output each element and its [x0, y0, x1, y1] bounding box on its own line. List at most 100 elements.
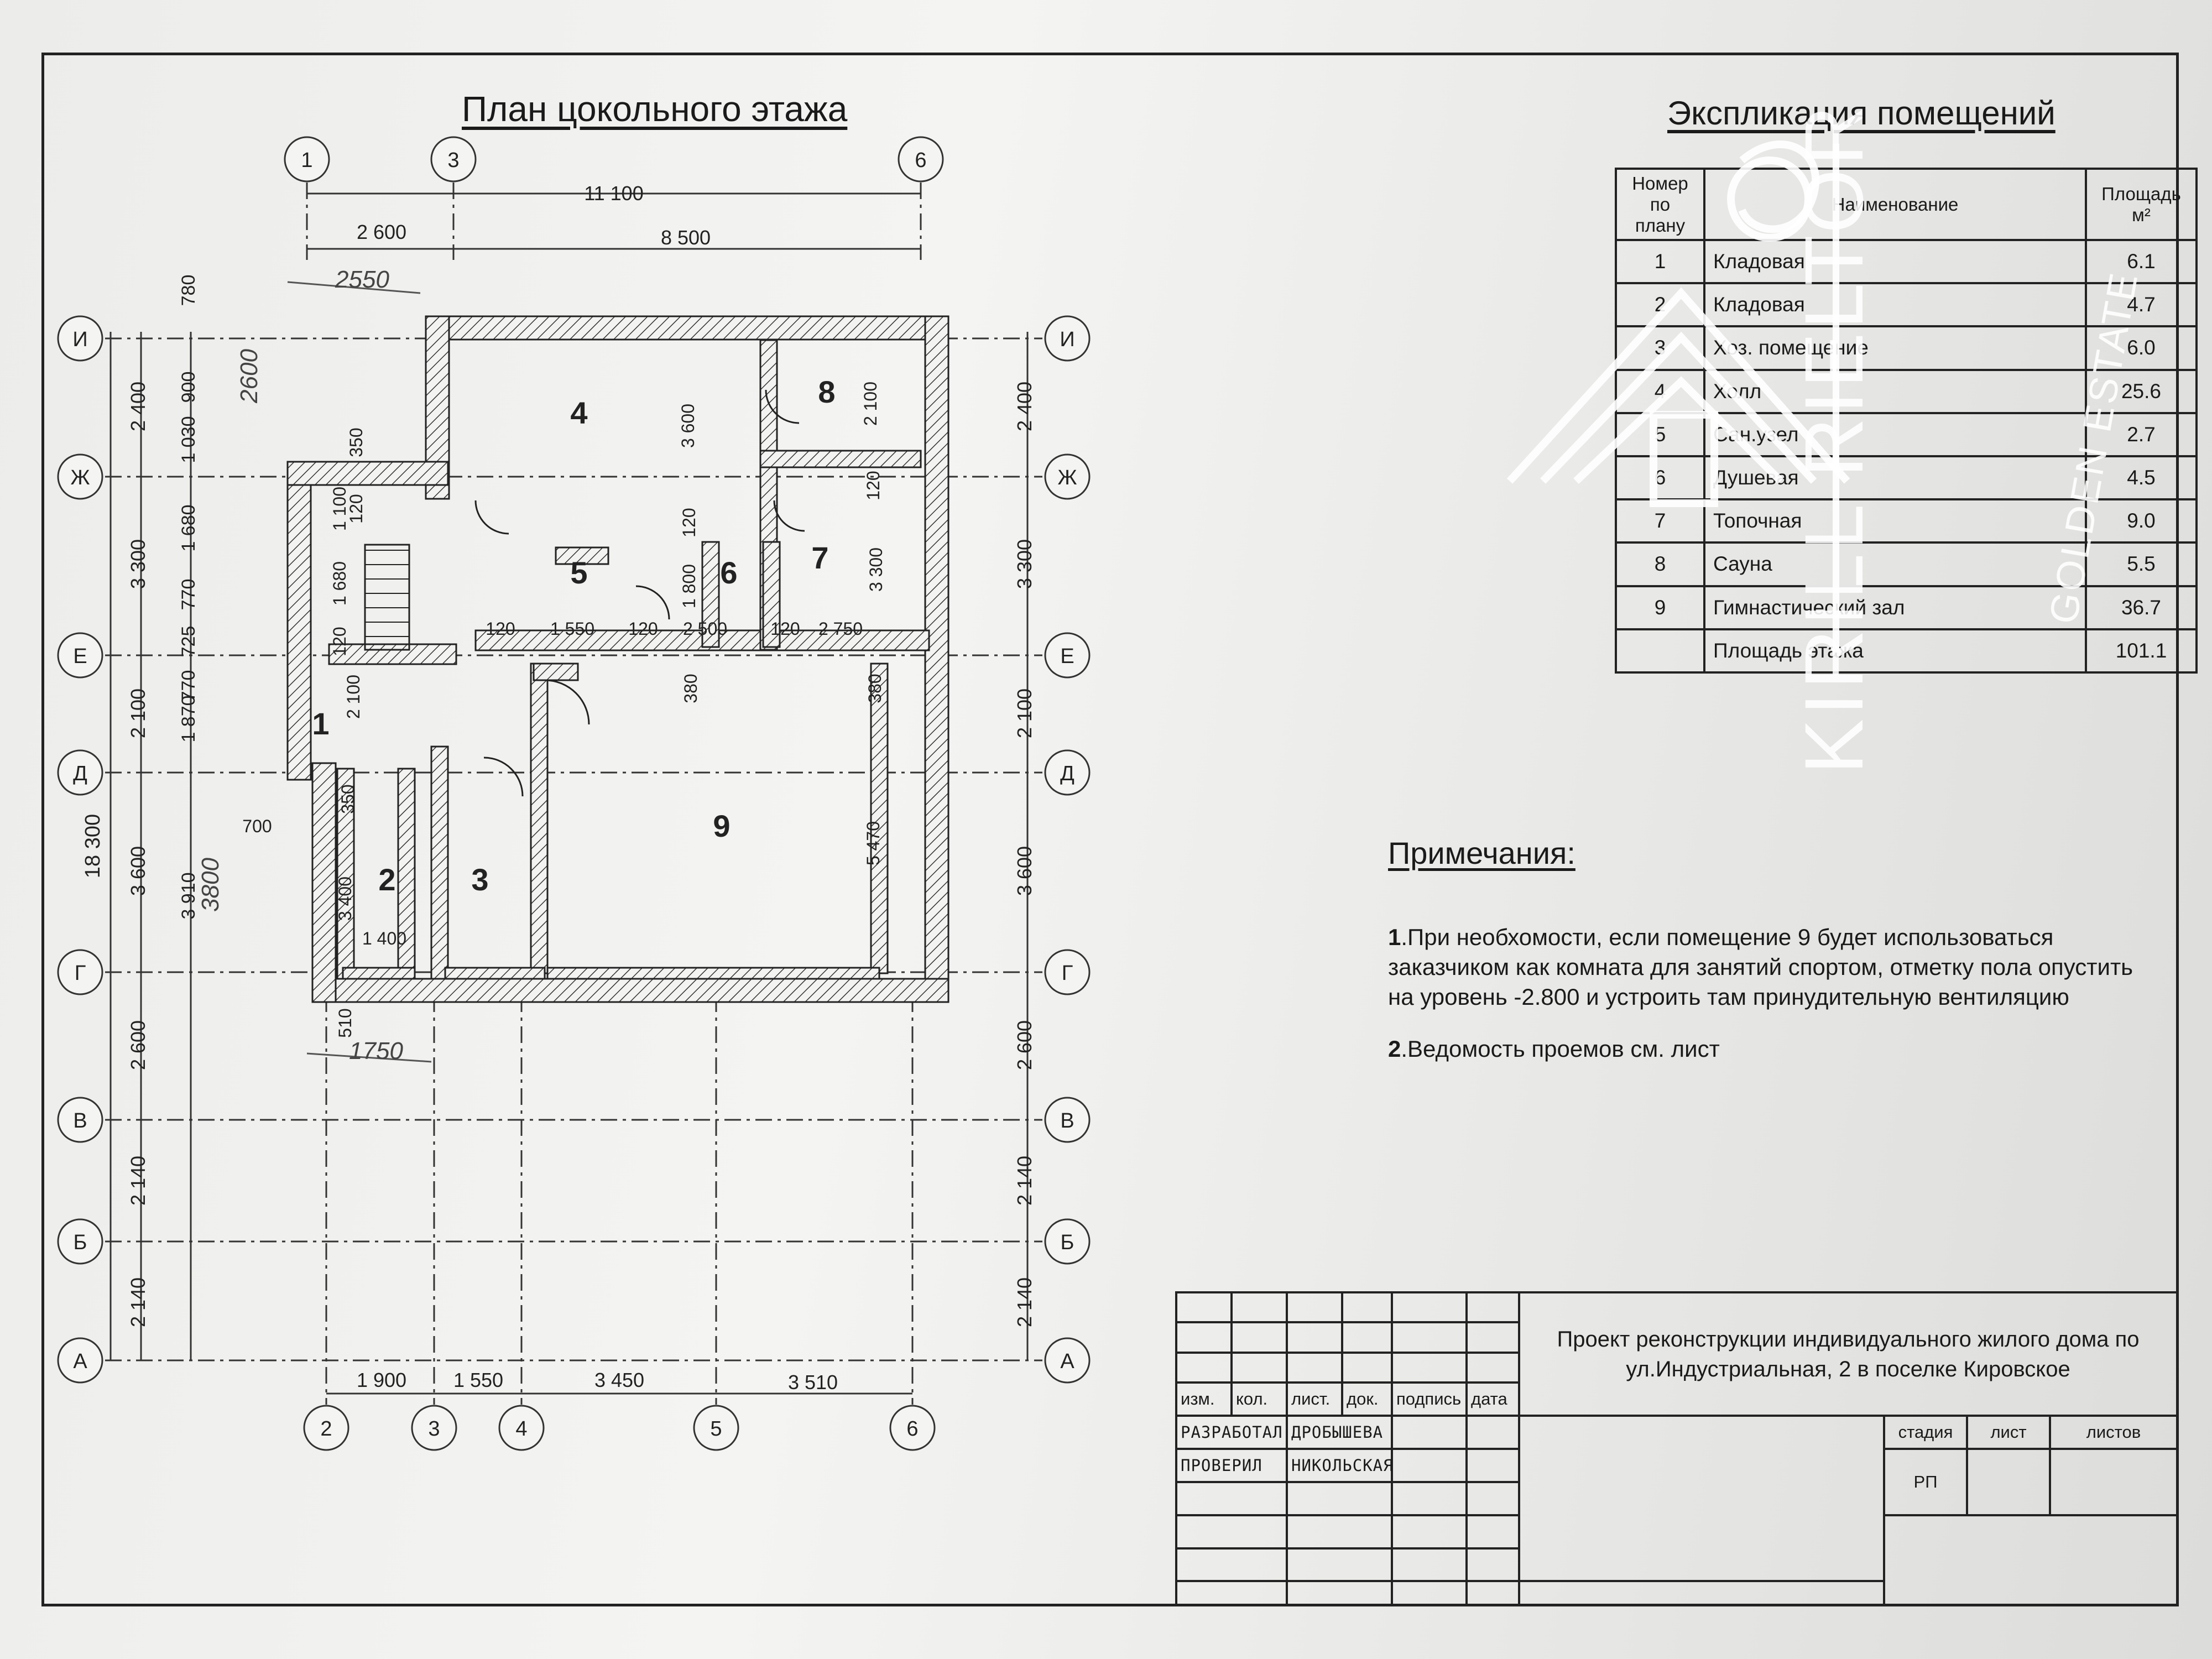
- axis-bubble-left: А: [73, 1350, 87, 1373]
- explication-cell-num: 1: [1615, 238, 1705, 285]
- axis-bubble-right: Г: [1062, 962, 1073, 985]
- dimension-label: 120: [486, 619, 515, 639]
- stamp-col-list: лист.: [1286, 1381, 1343, 1417]
- axis-bubble-left: И: [72, 328, 87, 351]
- explication-header-row: Номер по плану Наименование Площадь м²: [1615, 168, 2198, 241]
- door-arc: [544, 679, 590, 725]
- dimension-label: 2 100: [860, 382, 880, 426]
- axis-bubble-left: Б: [74, 1231, 87, 1254]
- dimension-label: 700: [242, 816, 272, 836]
- dimension-label: 780: [178, 275, 199, 306]
- dimension-label: 3 600: [1013, 846, 1036, 896]
- room-number: 1: [312, 706, 329, 741]
- explication-cell-name: Кладовая: [1703, 282, 2087, 328]
- dimension-label: 2 400: [1013, 382, 1036, 431]
- axis-bubble-top-bubble: [898, 136, 944, 182]
- note-item: 2.Ведомость проемов см. лист: [1388, 1034, 2157, 1064]
- explication-cell-name: Кладовая: [1703, 238, 2087, 285]
- axis-bubble-left-bubble: [57, 453, 103, 500]
- explication-cell-num: 8: [1615, 541, 1705, 587]
- wall: [311, 978, 950, 1003]
- room-number: 7: [811, 540, 828, 575]
- dimension-label: 1 030: [178, 416, 199, 463]
- stamp-col-date: дата: [1465, 1381, 1520, 1417]
- axis-bubble-right-bubble: [1044, 1337, 1091, 1384]
- room-number: 3: [471, 862, 488, 897]
- stamp-name-checker: НИКОЛЬСКАЯ: [1286, 1447, 1393, 1483]
- note-text: .Ведомость проемов см. лист: [1401, 1036, 1720, 1062]
- door-arc: [483, 757, 524, 797]
- wall: [762, 541, 781, 648]
- note-text: .При необхомости, если помещение 9 будет…: [1388, 924, 2133, 1010]
- dimension-label: 770: [178, 579, 199, 611]
- handwritten-dimension: 2600: [236, 349, 263, 404]
- axis-bubble-left: Д: [73, 762, 87, 785]
- axis-bubble-bottom: 4: [515, 1417, 527, 1441]
- axis-bubble-bottom: 6: [906, 1417, 918, 1441]
- wall: [759, 450, 922, 468]
- handwritten-dimension: 1750: [349, 1037, 403, 1065]
- stamp-role-developer: РАЗРАБОТАЛ: [1175, 1415, 1288, 1450]
- door-arc: [765, 389, 800, 424]
- dimension-label: 2 140: [127, 1156, 149, 1206]
- wall: [430, 745, 449, 980]
- dimension-label: 120: [863, 471, 883, 500]
- project-title: Проект реконструкции индивидуального жил…: [1517, 1291, 2179, 1417]
- room-number: 9: [713, 808, 730, 843]
- notes-title: Примечания:: [1388, 836, 1575, 870]
- dimension-label: 1 680: [330, 561, 349, 606]
- wall: [397, 768, 416, 980]
- handwritten-dimension: 2550: [335, 266, 389, 293]
- explication-cell-num: 9: [1615, 585, 1705, 630]
- dimension-label: 120: [679, 508, 699, 537]
- axis-bubble-bottom-bubble: [498, 1405, 545, 1451]
- explication-cell-name: Сауна: [1703, 541, 2087, 587]
- dimension-label: 2 600: [1013, 1020, 1036, 1070]
- header-number: Номер по плану: [1615, 168, 1705, 241]
- wall: [444, 967, 546, 980]
- note-number: 1: [1388, 924, 1401, 950]
- axis-bubble-left-bubble: [57, 1218, 103, 1265]
- wall: [286, 463, 312, 781]
- explication-cell-area: 2.7: [2085, 411, 2198, 457]
- dimension-label: 1 870: [178, 695, 199, 742]
- room-number: 5: [570, 555, 587, 590]
- dimension-label: 11 100: [584, 182, 643, 205]
- axis-bubble-right-bubble: [1044, 1218, 1091, 1265]
- dimension-label: 510: [335, 1008, 355, 1037]
- wall: [555, 546, 609, 565]
- wall: [701, 541, 720, 648]
- dimension-label: 120: [346, 494, 366, 523]
- explication-cell-area: 6.0: [2085, 325, 2198, 371]
- dimension-label: 1 400: [362, 928, 406, 948]
- note-item: 1.При необхомости, если помещение 9 буде…: [1388, 922, 2157, 1012]
- dimension-label: 350: [338, 784, 358, 813]
- axis-bubble-right: Б: [1061, 1231, 1074, 1254]
- dimension-label: 725: [178, 626, 199, 658]
- dimension-label: 3 400: [335, 877, 355, 921]
- axis-bubble-top-bubble: [430, 136, 477, 182]
- wall: [870, 662, 889, 974]
- explication-cell-empty: [1615, 628, 1705, 674]
- dimension-label: 2 140: [1013, 1156, 1036, 1206]
- dimension-label: 3 300: [866, 547, 886, 592]
- room-number: 6: [720, 555, 737, 590]
- explication-cell-area: 6.1: [2085, 238, 2198, 285]
- axis-bubble-right-bubble: [1044, 315, 1091, 362]
- dimension-label: 350: [346, 427, 366, 457]
- stamp-col-signature: подпись: [1391, 1381, 1468, 1417]
- dimension-label: 120: [770, 619, 800, 639]
- dimension-label: 2 100: [343, 675, 363, 719]
- room-number: 4: [570, 395, 587, 430]
- axis-bubble-right-bubble: [1044, 749, 1091, 796]
- dimension-label: 120: [628, 619, 658, 639]
- dimension-label: 2 140: [1013, 1277, 1036, 1327]
- explication-cell-name: Хоз. помещение: [1703, 325, 2087, 371]
- dimension-label: 3 910: [178, 872, 199, 919]
- wall: [425, 315, 950, 341]
